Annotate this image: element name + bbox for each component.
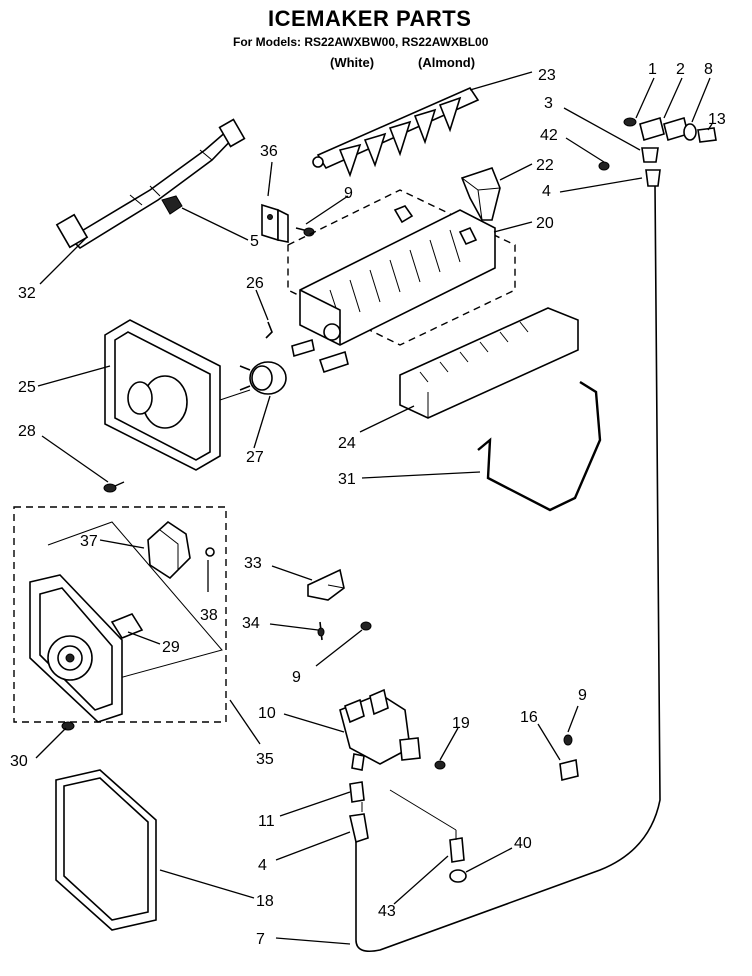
callout-1: 1: [648, 61, 657, 78]
screw-top: [295, 227, 315, 237]
ejector-assembly: [312, 86, 480, 178]
callout-4-top: 4: [542, 183, 551, 200]
icemaker-cover: [55, 769, 157, 931]
variant-almond-label: (Almond): [418, 55, 476, 70]
icemaker-motor: [147, 520, 215, 580]
callout-2: 2: [676, 61, 685, 78]
callout-36: 36: [260, 143, 278, 160]
nut-40: [449, 869, 467, 883]
callout-18: 18: [256, 893, 274, 910]
diagram-header: ICEMAKER PARTS For Models: RS22AWXBW00, …: [0, 0, 752, 80]
callout-26: 26: [246, 275, 264, 292]
module-kit-box: [13, 506, 227, 723]
screw-mid: [360, 621, 372, 631]
water-valve: [339, 688, 421, 771]
callout-19: 19: [452, 715, 470, 732]
callout-25: 25: [18, 379, 36, 396]
ice-mold: [287, 189, 516, 374]
callout-31: 31: [338, 471, 356, 488]
callout-8: 8: [704, 61, 713, 78]
callout-7: 7: [256, 931, 265, 948]
leader-lines: [35, 71, 713, 945]
shutoff-arm-spring: [265, 321, 273, 339]
fill-cup: [460, 167, 501, 221]
screw-19: [434, 760, 446, 770]
callout-32: 32: [18, 285, 36, 302]
switch-mount: [307, 568, 345, 601]
callout-9-top: 9: [344, 185, 353, 202]
callout-30: 30: [10, 753, 28, 770]
screw-30: [61, 721, 75, 731]
callout-33: 33: [244, 555, 262, 572]
callout-10: 10: [258, 705, 276, 722]
mounting-bracket: [261, 203, 289, 243]
page-title: ICEMAKER PARTS: [268, 6, 472, 31]
callout-3: 3: [544, 95, 553, 112]
callout-5: 5: [250, 233, 259, 250]
harness-clip: [161, 195, 183, 215]
callout-4-bottom: 4: [258, 857, 267, 874]
callout-9-right: 9: [578, 687, 587, 704]
callout-24: 24: [338, 435, 356, 452]
insert-43: [449, 837, 465, 863]
wire-harness: [55, 118, 246, 250]
callout-27: 27: [246, 449, 264, 466]
callout-9-mid: 9: [292, 669, 301, 686]
callout-35: 35: [256, 751, 274, 768]
screw-clamp: [563, 734, 573, 746]
screw-28: [103, 481, 125, 493]
callout-38: 38: [200, 607, 218, 624]
callout-42: 42: [540, 127, 558, 144]
callout-29: 29: [162, 639, 180, 656]
control-housing: [104, 319, 251, 471]
callout-28: 28: [18, 423, 36, 440]
models-line: For Models: RS22AWXBW00, RS22AWXBL00: [233, 35, 489, 49]
variant-white-label: (White): [330, 55, 375, 70]
callout-40: 40: [514, 835, 532, 852]
callout-16: 16: [520, 709, 538, 726]
nut-11: [349, 781, 365, 803]
inlet-fittings: [598, 116, 717, 187]
callout-37: 37: [80, 533, 98, 550]
tube-clamp: [559, 759, 579, 781]
callout-22: 22: [536, 157, 554, 174]
screw-34: [317, 621, 325, 641]
callout-11: 11: [258, 813, 275, 830]
callout-13: 13: [708, 111, 726, 128]
callout-43: 43: [378, 903, 396, 920]
heater-side-panel: [399, 307, 579, 419]
thermostat: [239, 361, 287, 395]
callout-34: 34: [242, 615, 260, 632]
bail-wire: [477, 380, 602, 512]
tube-connector-lines: [389, 789, 457, 840]
callout-23: 23: [538, 67, 556, 84]
water-tube: [355, 184, 661, 953]
callout-20: 20: [536, 215, 554, 232]
fitting-4-bottom: [349, 813, 369, 844]
callout-labels: 1 2 8 3 13 42 22 4 23 36 9 20 5 32 26 25…: [10, 61, 726, 948]
